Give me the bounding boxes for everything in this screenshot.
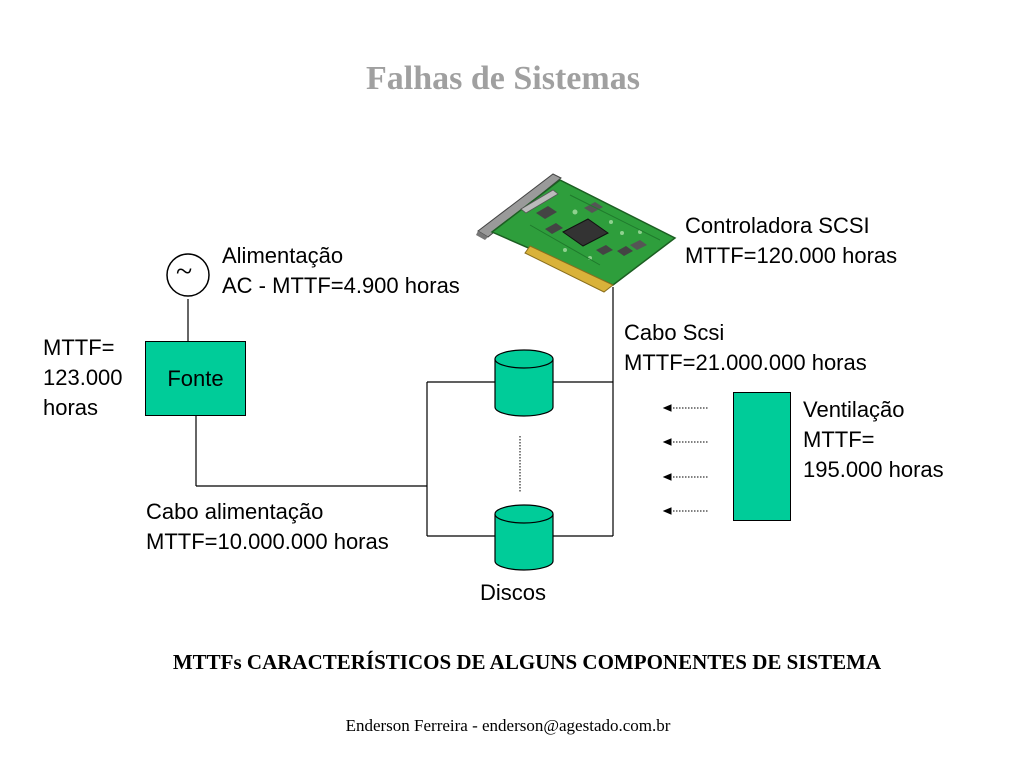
fonte-label: Fonte: [167, 365, 224, 391]
ventilacao-box: [733, 392, 791, 521]
fonte-mttf-line1: MTTF=: [43, 335, 115, 360]
cabo-scsi-line1: Cabo Scsi: [624, 320, 725, 345]
controladora-label: Controladora SCSI MTTF=120.000 horas: [685, 211, 897, 271]
scsi-card-icon: [476, 173, 677, 293]
alimentacao-line2: AC - MTTF=4.900 horas: [222, 273, 460, 298]
ventilacao-line1: Ventilação: [803, 397, 905, 422]
fonte-mttf-line2: 123.000: [43, 365, 123, 390]
alimentacao-label: Alimentação AC - MTTF=4.900 horas: [222, 241, 460, 301]
cabo-scsi-line2: MTTF=21.000.000 horas: [624, 350, 867, 375]
connection-lines: [187, 287, 614, 537]
ac-symbol: ~: [176, 255, 193, 288]
disk-icon: [494, 349, 554, 417]
cabo-alimentacao-line2: MTTF=10.000.000 horas: [146, 529, 389, 554]
subtitle: MTTFs CARACTERÍSTICOS DE ALGUNS COMPONEN…: [172, 650, 882, 674]
fonte-mttf-line3: horas: [43, 395, 99, 420]
ventilacao-label: Ventilação MTTF= 195.000 horas: [803, 395, 944, 485]
page-title: Falhas de Sistemas: [366, 60, 640, 97]
airflow-arrow-icon: [662, 404, 708, 515]
fonte-box: Fonte: [145, 341, 246, 416]
controladora-line1: Controladora SCSI: [685, 213, 870, 238]
cabo-alimentacao-line1: Cabo alimentação: [146, 499, 324, 524]
ac-source-icon: [166, 253, 210, 297]
cabo-scsi-label: Cabo Scsi MTTF=21.000.000 horas: [624, 318, 867, 378]
disk-icon: [494, 504, 554, 571]
ventilacao-line2: MTTF=: [803, 427, 875, 452]
footer: Enderson Ferreira - enderson@agestado.co…: [345, 716, 671, 735]
discos-label: Discos: [480, 580, 547, 605]
controladora-line2: MTTF=120.000 horas: [685, 243, 898, 268]
cabo-alimentacao-label: Cabo alimentação MTTF=10.000.000 horas: [146, 497, 389, 557]
alimentacao-line1: Alimentação: [222, 243, 344, 268]
fonte-mttf-label: MTTF= 123.000 horas: [43, 333, 123, 423]
ventilacao-line3: 195.000 horas: [803, 457, 944, 482]
